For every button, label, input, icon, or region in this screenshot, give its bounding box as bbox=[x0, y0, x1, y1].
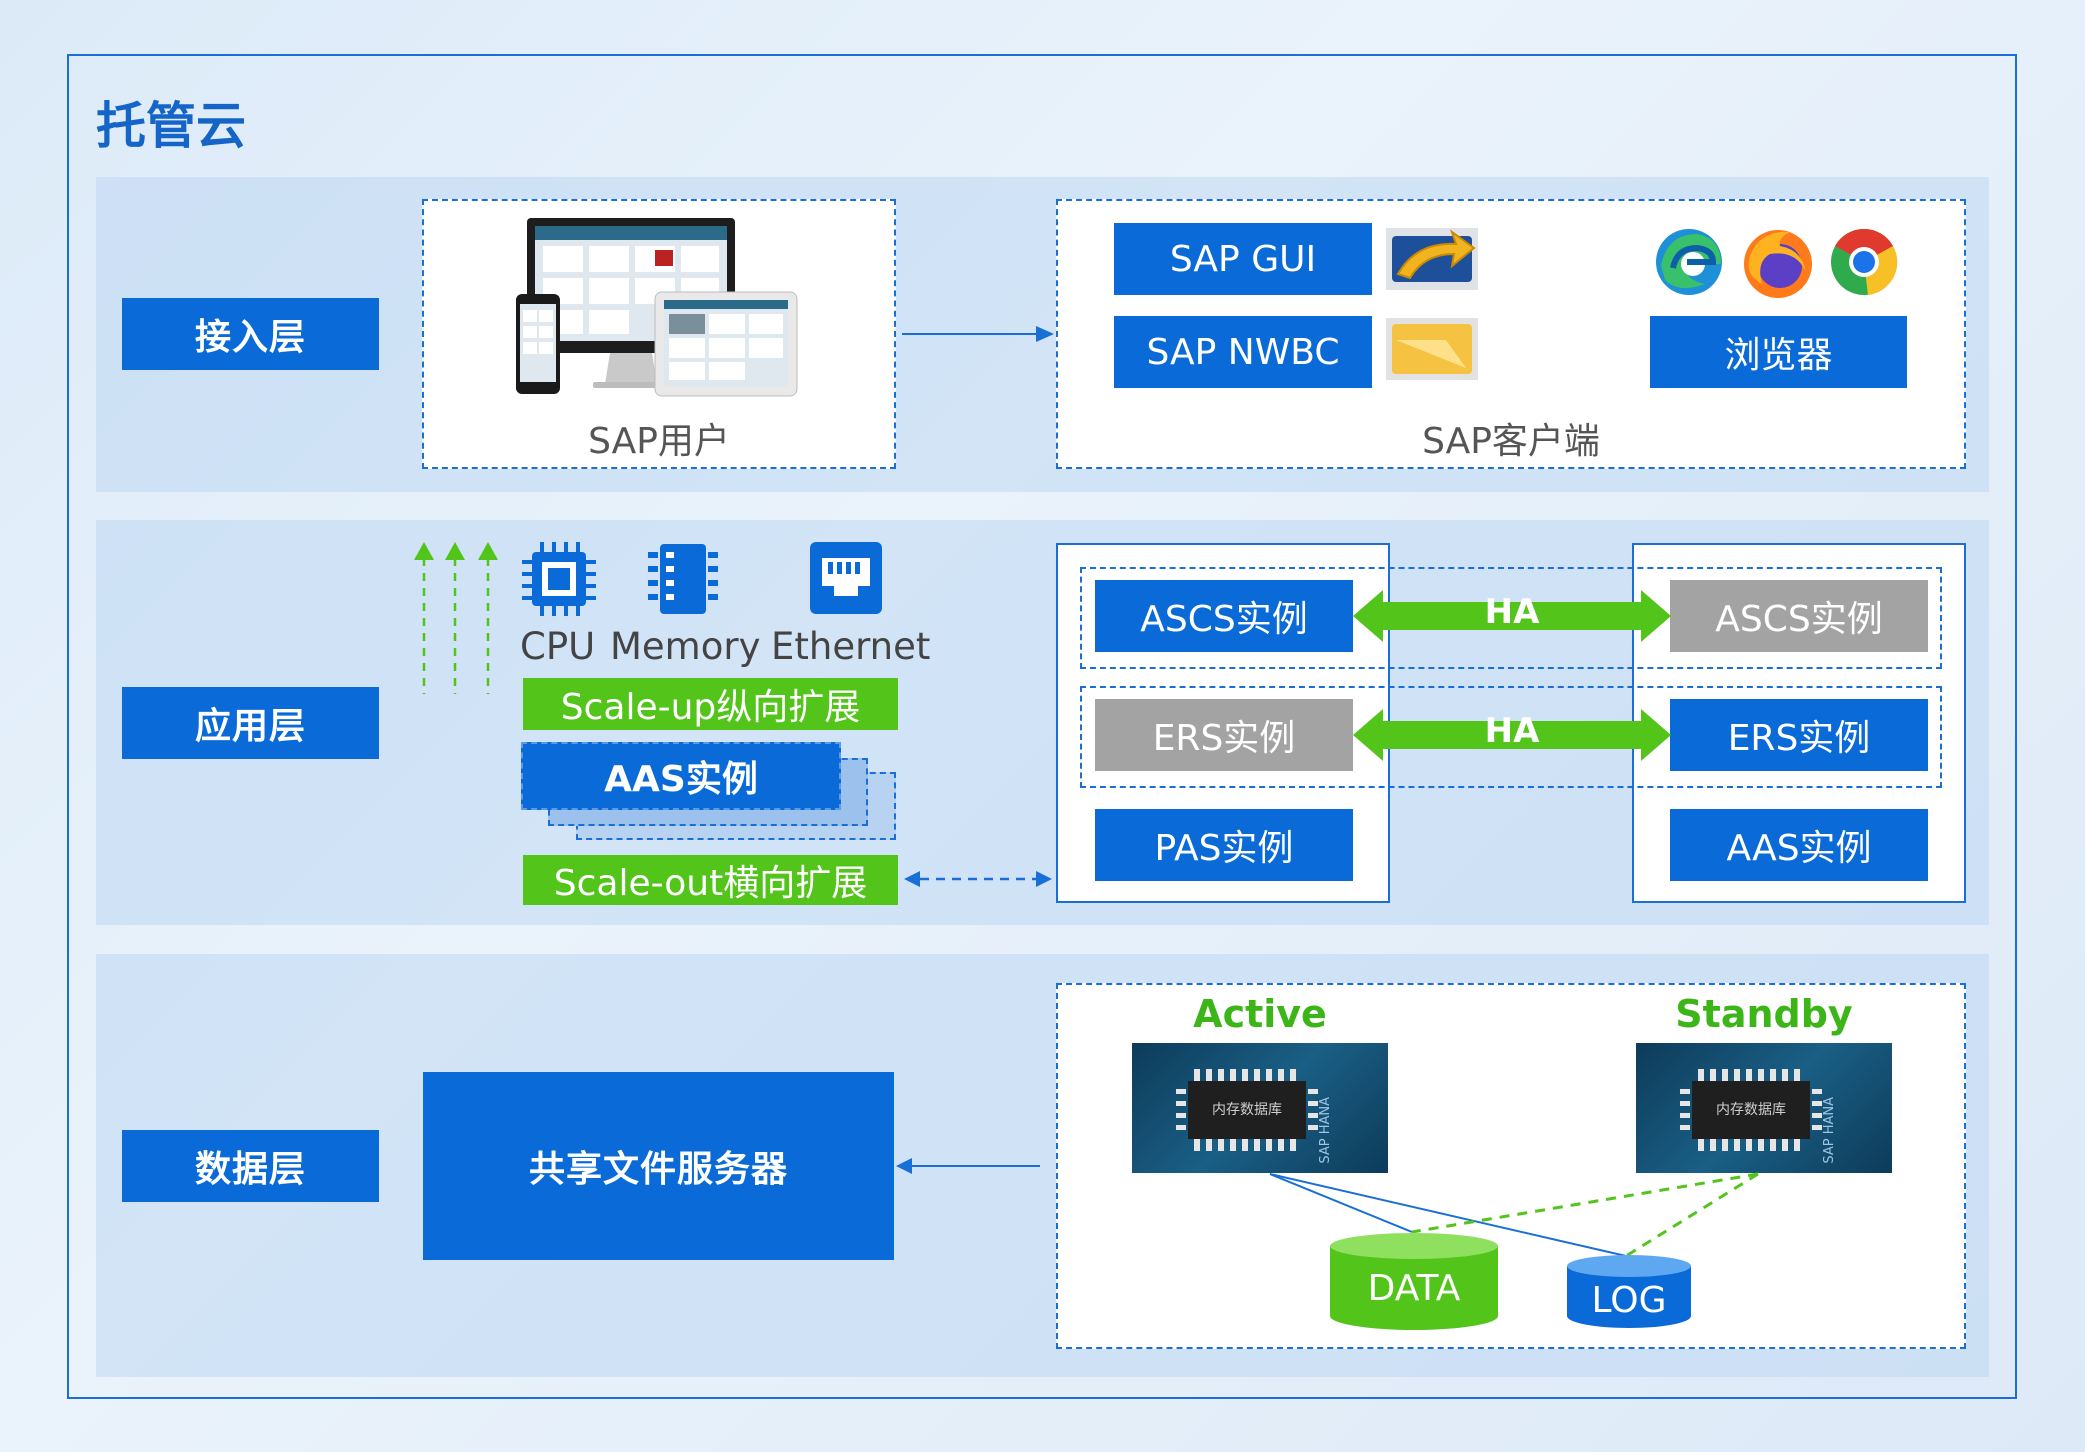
ethernet-label: Ethernet bbox=[771, 625, 931, 668]
devices-illustration bbox=[516, 218, 798, 397]
sap-nwbc-icon bbox=[1386, 318, 1478, 380]
data-arrow bbox=[896, 1158, 1040, 1174]
ers-ha-group bbox=[1080, 686, 1942, 788]
ha-arrow-ers bbox=[1353, 709, 1671, 761]
data-disk-label: DATA bbox=[1367, 1268, 1461, 1309]
sap-client-caption: SAP客户端 bbox=[1422, 421, 1600, 462]
scale-up-label: Scale-up纵向扩展 bbox=[523, 678, 898, 730]
scale-up-arrows bbox=[414, 542, 498, 694]
chip-text-active: 内存数据库 bbox=[1212, 1102, 1282, 1118]
memory-icon bbox=[648, 544, 718, 614]
pas-instance: PAS实例 bbox=[1095, 809, 1353, 881]
sap-nwbc-button[interactable]: SAP NWBC bbox=[1114, 316, 1372, 388]
memory-chip-icon bbox=[1680, 1069, 1822, 1151]
chip-side-active: SAP HANA bbox=[1318, 1097, 1333, 1164]
ha-arrow-ascs bbox=[1353, 590, 1671, 642]
sap-user-caption: SAP用户 bbox=[588, 421, 730, 462]
ethernet-icon bbox=[810, 542, 882, 614]
ers-instance-right: ERS实例 bbox=[1670, 699, 1928, 771]
ascs-instance-left: ASCS实例 bbox=[1095, 580, 1353, 652]
memory-label: Memory bbox=[610, 625, 761, 668]
log-disk-icon bbox=[1567, 1255, 1691, 1328]
ha-label-ers: HA bbox=[1484, 711, 1540, 751]
memory-chip-icon bbox=[1176, 1069, 1318, 1151]
cpu-label: CPU bbox=[520, 625, 596, 668]
hana-standby-chip: 内存数据库 SAP HANA bbox=[1636, 1043, 1892, 1173]
page-title: 托管云 bbox=[96, 97, 246, 155]
hana-connections bbox=[1269, 1172, 1759, 1258]
scale-out-arrow bbox=[904, 871, 1052, 887]
chip-side-standby: SAP HANA bbox=[1822, 1097, 1837, 1164]
scale-out-label: Scale-out横向扩展 bbox=[523, 855, 898, 905]
outer-frame bbox=[67, 54, 2017, 1399]
cpu-icon bbox=[522, 542, 596, 616]
firefox-icon bbox=[1744, 230, 1812, 298]
sap-gui-button[interactable]: SAP GUI bbox=[1114, 223, 1372, 295]
data-disk-icon bbox=[1330, 1233, 1498, 1330]
sap-gui-icon bbox=[1386, 228, 1478, 290]
ers-instance-left: ERS实例 bbox=[1095, 699, 1353, 771]
aas-stack-front: AAS实例 bbox=[521, 742, 841, 810]
ascs-instance-right: ASCS实例 bbox=[1670, 580, 1928, 652]
app-layer-label: 应用层 bbox=[122, 687, 379, 759]
access-layer-label: 接入层 bbox=[122, 298, 379, 370]
data-layer-label: 数据层 bbox=[122, 1130, 379, 1202]
chrome-icon bbox=[1831, 228, 1898, 295]
aas-instance-right: AAS实例 bbox=[1670, 809, 1928, 881]
edge-icon bbox=[1656, 229, 1722, 295]
ascs-ha-group bbox=[1080, 567, 1942, 669]
active-label: Active bbox=[1193, 992, 1327, 1036]
chip-text-standby: 内存数据库 bbox=[1716, 1102, 1786, 1118]
access-arrow bbox=[902, 326, 1054, 342]
browser-button[interactable]: 浏览器 bbox=[1650, 316, 1907, 388]
shared-file-server: 共享文件服务器 bbox=[423, 1072, 894, 1260]
ha-label-ascs: HA bbox=[1484, 592, 1540, 632]
hana-active-chip: 内存数据库 SAP HANA bbox=[1132, 1043, 1388, 1173]
standby-label: Standby bbox=[1675, 992, 1853, 1036]
log-disk-label: LOG bbox=[1591, 1280, 1667, 1321]
